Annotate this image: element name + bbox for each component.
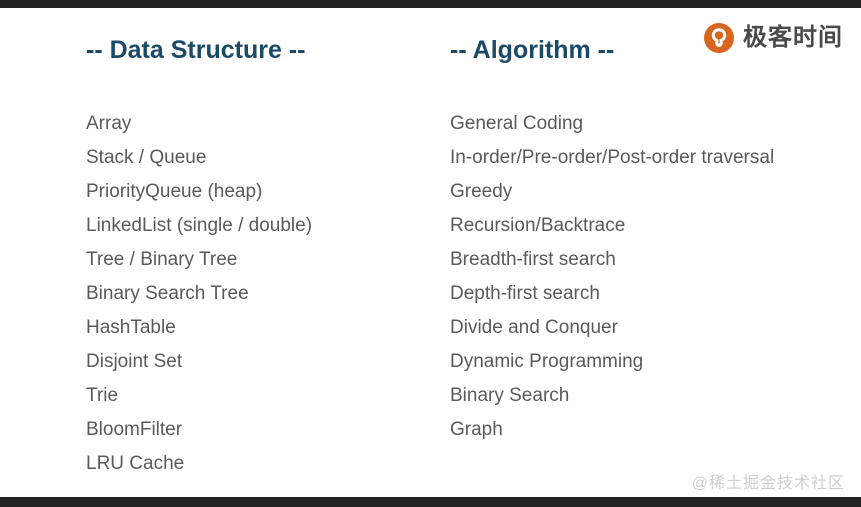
brand-name: 极客时间 bbox=[743, 24, 843, 51]
column-data-structure: -- Data Structure -- Array Stack / Queue… bbox=[86, 38, 436, 481]
brand-logo: 极客时间 bbox=[703, 22, 843, 54]
letterbox-bottom bbox=[0, 497, 861, 507]
list-item: Graph bbox=[450, 419, 503, 440]
list-item: Greedy bbox=[450, 181, 513, 202]
list-item: Breadth-first search bbox=[450, 249, 616, 270]
list-item: General Coding bbox=[450, 113, 584, 134]
list-item: Dynamic Programming bbox=[450, 351, 644, 372]
list-item: Disjoint Set bbox=[86, 351, 183, 372]
watermark: @稀土掘金技术社区 bbox=[691, 475, 845, 492]
list-algorithm: General Coding In-order/Pre-order/Post-o… bbox=[450, 107, 850, 447]
list-data-structure: Array Stack / Queue PriorityQueue (heap)… bbox=[86, 107, 436, 481]
list-item: LinkedList (single / double) bbox=[86, 215, 313, 236]
list-item: Array bbox=[86, 113, 132, 134]
column-heading-data-structure: -- Data Structure -- bbox=[86, 36, 306, 64]
list-item: Depth-first search bbox=[450, 283, 600, 304]
list-item: HashTable bbox=[86, 317, 176, 338]
list-item: LRU Cache bbox=[86, 453, 185, 474]
list-item: In-order/Pre-order/Post-order traversal bbox=[450, 147, 775, 168]
list-item: Divide and Conquer bbox=[450, 317, 618, 338]
list-item: Stack / Queue bbox=[86, 147, 207, 168]
column-heading-algorithm: -- Algorithm -- bbox=[450, 36, 615, 64]
list-item: Trie bbox=[86, 385, 119, 406]
list-item: Binary Search bbox=[450, 385, 570, 406]
list-item: Tree / Binary Tree bbox=[86, 249, 238, 270]
geektime-logo-icon bbox=[704, 23, 734, 53]
letterbox-top bbox=[0, 0, 861, 8]
list-item: BloomFilter bbox=[86, 419, 183, 440]
list-item: Recursion/Backtrace bbox=[450, 215, 626, 236]
list-item: Binary Search Tree bbox=[86, 283, 249, 304]
list-item: PriorityQueue (heap) bbox=[86, 181, 263, 202]
column-algorithm: -- Algorithm -- General Coding In-order/… bbox=[450, 38, 850, 447]
